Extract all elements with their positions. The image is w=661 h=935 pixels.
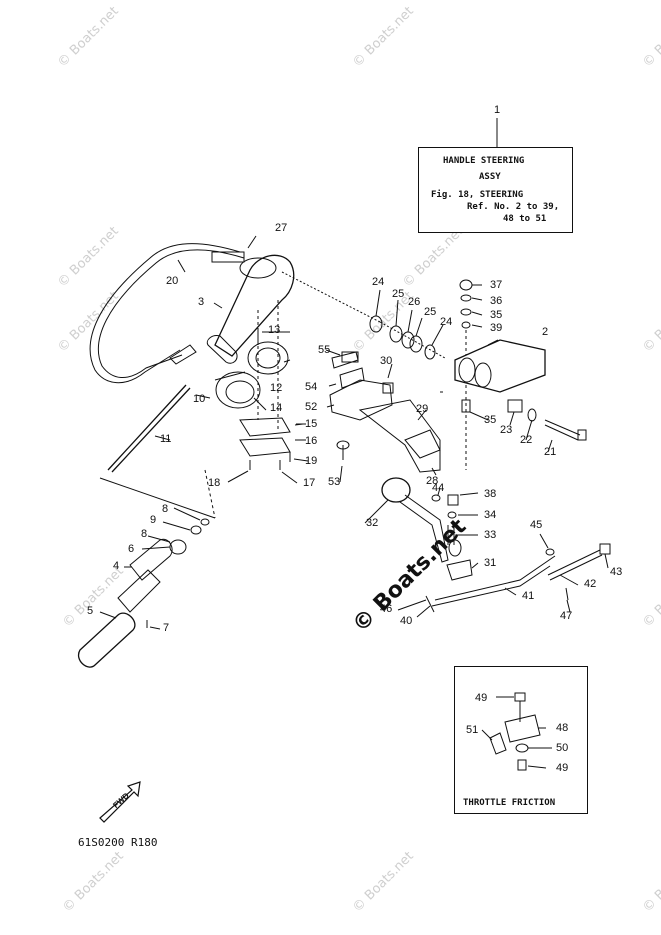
part-label-14: 14 bbox=[270, 402, 283, 414]
part-label-35a: 35 bbox=[490, 309, 503, 321]
assy-reference-box: HANDLE STEERING ASSY Fig. 18, STEERING R… bbox=[418, 147, 573, 233]
part-label-3: 3 bbox=[198, 296, 205, 308]
part-label-38: 38 bbox=[484, 488, 497, 500]
part-label-31: 31 bbox=[484, 557, 497, 569]
assy-line-4: Ref. No. 2 to 39, bbox=[467, 202, 560, 212]
part-label-16: 16 bbox=[305, 435, 318, 447]
part-label-43: 43 bbox=[610, 566, 623, 578]
part-label-47: 47 bbox=[560, 610, 573, 622]
part-label-28: 28 bbox=[426, 475, 439, 487]
part-label-8b: 8 bbox=[141, 528, 148, 540]
part-label-4: 4 bbox=[113, 560, 120, 572]
part-label-13: 13 bbox=[268, 324, 281, 336]
part-label-33: 33 bbox=[484, 529, 497, 541]
part-label-44: 44 bbox=[432, 482, 445, 494]
throttle-friction-title: THROTTLE FRICTION bbox=[463, 798, 556, 808]
part-label-1: 1 bbox=[494, 104, 501, 116]
part-label-55: 55 bbox=[318, 344, 331, 356]
part-label-39: 39 bbox=[490, 322, 503, 334]
part-label-48: 48 bbox=[556, 722, 569, 734]
assy-line-1: HANDLE STEERING bbox=[443, 156, 525, 166]
assy-line-3: Fig. 18, STEERING bbox=[431, 190, 524, 200]
part-label-27: 27 bbox=[275, 222, 288, 234]
part-label-19: 19 bbox=[305, 455, 318, 467]
assy-line-5: 48 to 51 bbox=[503, 214, 547, 224]
part-label-35b: 35 bbox=[484, 414, 497, 426]
part-label-23: 23 bbox=[500, 424, 513, 436]
part-label-24b: 24 bbox=[440, 316, 453, 328]
drawing-code: 61S0200 R180 bbox=[78, 836, 158, 849]
part-label-8a: 8 bbox=[162, 503, 169, 515]
part-label-45: 45 bbox=[530, 519, 543, 531]
part-label-52: 52 bbox=[305, 401, 318, 413]
part-label-34: 34 bbox=[484, 509, 497, 521]
part-label-40: 40 bbox=[400, 615, 413, 627]
part-label-49a: 49 bbox=[475, 692, 488, 704]
part-label-18: 18 bbox=[208, 477, 221, 489]
part-label-41: 41 bbox=[522, 590, 535, 602]
part-label-25b: 25 bbox=[424, 306, 437, 318]
part-label-30: 30 bbox=[380, 355, 393, 367]
part-label-42: 42 bbox=[584, 578, 597, 590]
part-label-54: 54 bbox=[305, 381, 318, 393]
part-label-6: 6 bbox=[128, 543, 135, 555]
part-label-22: 22 bbox=[520, 434, 533, 446]
part-label-7: 7 bbox=[163, 622, 170, 634]
part-label-2: 2 bbox=[542, 326, 549, 338]
part-label-9: 9 bbox=[150, 514, 157, 526]
part-label-37: 37 bbox=[490, 279, 503, 291]
part-label-25a: 25 bbox=[392, 288, 405, 300]
part-label-24a: 24 bbox=[372, 276, 385, 288]
part-label-46: 46 bbox=[380, 603, 393, 615]
part-label-15: 15 bbox=[305, 418, 318, 430]
part-label-32: 32 bbox=[366, 517, 379, 529]
part-label-17: 17 bbox=[303, 477, 316, 489]
throttle-friction-box: THROTTLE FRICTION bbox=[454, 666, 588, 814]
part-label-29: 29 bbox=[416, 403, 429, 415]
part-label-49b: 49 bbox=[556, 762, 569, 774]
part-label-36: 36 bbox=[490, 295, 503, 307]
part-label-11: 11 bbox=[160, 433, 172, 445]
assy-line-2: ASSY bbox=[479, 172, 501, 182]
part-label-51: 51 bbox=[466, 724, 479, 736]
part-label-5: 5 bbox=[87, 605, 94, 617]
part-label-21: 21 bbox=[544, 446, 557, 458]
part-label-50: 50 bbox=[556, 742, 569, 754]
part-label-20: 20 bbox=[166, 275, 179, 287]
part-label-10: 10 bbox=[193, 393, 206, 405]
part-label-53: 53 bbox=[328, 476, 341, 488]
part-label-12: 12 bbox=[270, 382, 283, 394]
part-label-26: 26 bbox=[408, 296, 421, 308]
